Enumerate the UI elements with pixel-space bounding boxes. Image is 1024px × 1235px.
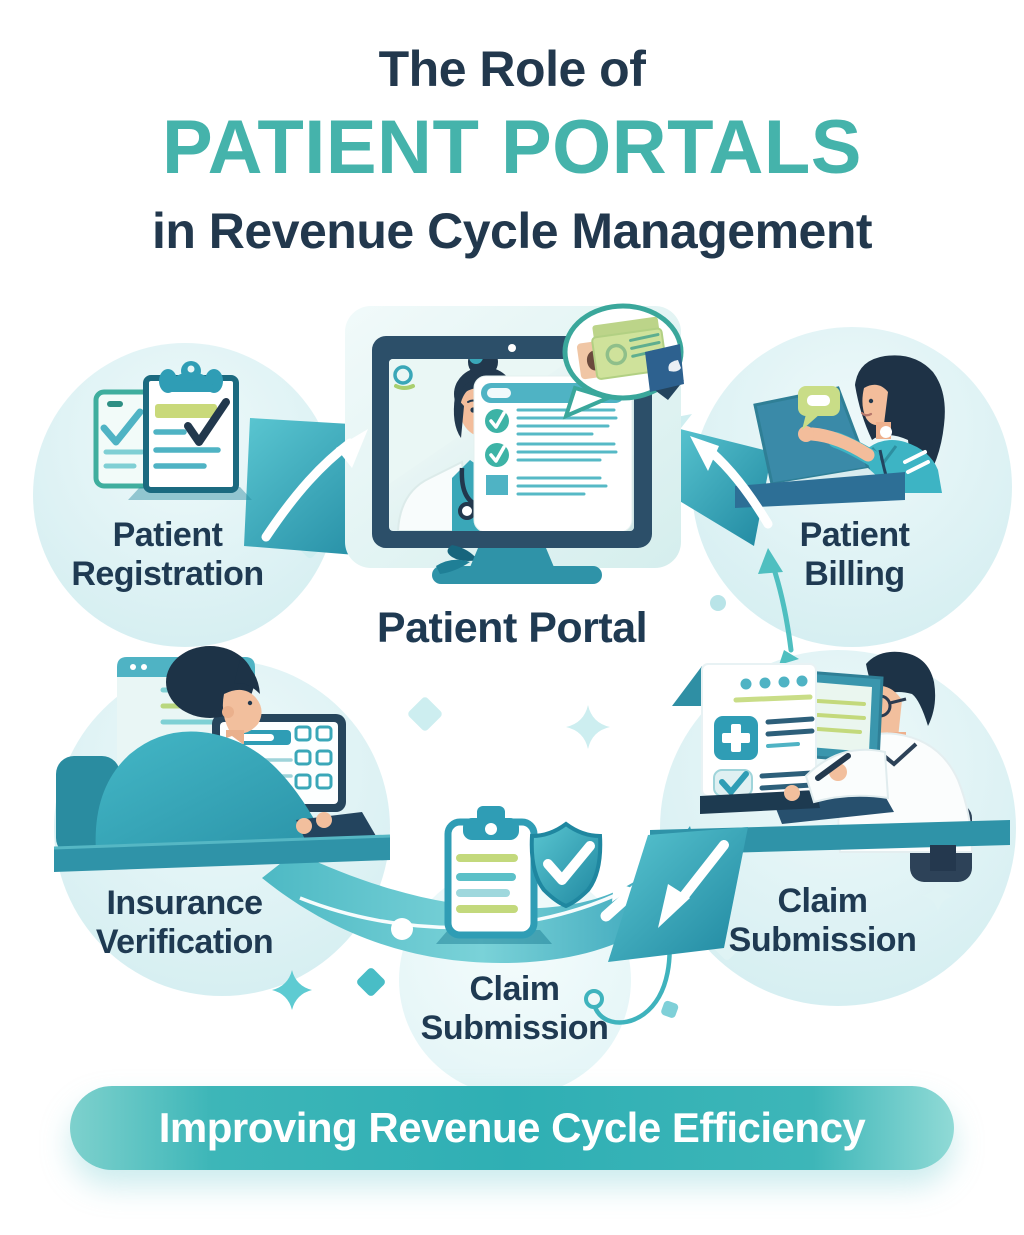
label-insurance-verification: Insurance Verification xyxy=(32,884,337,963)
label-patient-portal: Patient Portal xyxy=(312,604,712,654)
label-claim-submission-center: Claim Submission xyxy=(362,970,667,1049)
label-patient-registration-line2: Registration xyxy=(71,555,264,594)
title-line-2: PATIENT PORTALS xyxy=(162,105,862,190)
checklist-panel xyxy=(473,375,634,531)
shield-check-icon xyxy=(529,821,603,909)
telehealth-doctor-monitor-icon xyxy=(345,303,684,584)
insurance-clerk-hand xyxy=(296,818,312,834)
title-line-1: The Role of xyxy=(378,41,646,97)
label-insurance-verification-line2: Verification xyxy=(95,923,274,962)
footer-banner-text: Improving Revenue Cycle Efficiency xyxy=(158,1104,866,1151)
reviewer-hand xyxy=(784,785,800,801)
insurance-clerk-desktop-icon xyxy=(53,646,391,872)
billing-clerk-laptop-icon xyxy=(735,355,945,508)
chat-speech-bubble-icon xyxy=(798,386,840,430)
label-insurance-verification-line1: Insurance xyxy=(106,884,263,922)
billing-clerk-hand xyxy=(798,426,814,442)
monitor-stand xyxy=(432,545,602,584)
insurance-clerk-body xyxy=(95,731,330,852)
label-patient-billing-line2: Billing xyxy=(804,555,905,594)
claim-document xyxy=(672,663,820,814)
flow-ribbon-bottom xyxy=(262,826,702,964)
label-patient-billing: Patient Billing xyxy=(712,516,997,595)
reviewer-arm xyxy=(804,748,890,804)
label-claim-submission-center-line1: Claim xyxy=(469,970,560,1008)
down-left-arrow xyxy=(658,840,729,928)
flow-arrow-registration-to-portal xyxy=(261,429,368,542)
title-line-3: in Revenue Cycle Management xyxy=(151,203,873,259)
label-patient-registration: Patient Registration xyxy=(25,516,310,595)
billing-clerk-earring xyxy=(880,426,892,438)
label-patient-billing-line1: Patient xyxy=(799,516,910,554)
footer-banner: Improving Revenue Cycle Efficiency xyxy=(70,1086,954,1170)
label-claim-submission-right-line2: Submission xyxy=(728,921,917,960)
claim-clipboard-shield-icon xyxy=(436,806,603,944)
flow-arrow-billing-to-portal xyxy=(690,436,773,529)
thin-teal-up-arrow xyxy=(758,548,799,665)
label-claim-submission-center-line2: Submission xyxy=(420,1009,609,1048)
insurance-clerk-face xyxy=(222,689,262,734)
billing-desk xyxy=(735,472,905,508)
money-wallet-bubble-icon xyxy=(562,303,684,420)
sparkle-decorations xyxy=(272,535,954,1010)
reviewer-hair xyxy=(866,651,936,726)
portal-logo-icon xyxy=(393,365,413,385)
claim-reviewer-document-icon xyxy=(608,651,1010,962)
webcam-dot xyxy=(508,344,516,352)
label-claim-submission-right-line1: Claim xyxy=(777,882,868,920)
label-patient-portal-text: Patient Portal xyxy=(376,604,648,652)
label-patient-registration-line1: Patient xyxy=(112,516,223,554)
reviewer-pen xyxy=(815,753,851,781)
insurance-clerk-hand xyxy=(316,812,332,828)
label-claim-submission-right: Claim Submission xyxy=(670,882,975,961)
registration-clipboard-icon xyxy=(93,361,252,500)
